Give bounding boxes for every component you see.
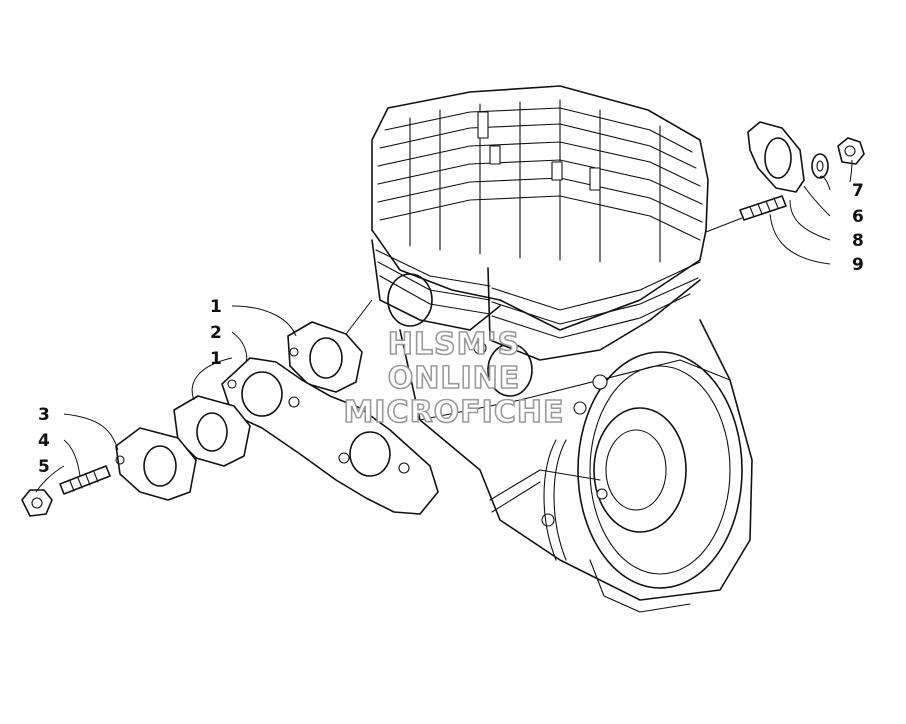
exhaust-nut-right <box>837 137 865 165</box>
flywheel-housing <box>577 351 743 613</box>
cylinder-fins <box>375 249 701 339</box>
exhaust-stud-left <box>59 465 111 495</box>
callout-manifold: 2 <box>210 323 222 343</box>
leader-lines <box>35 159 853 493</box>
exhaust-nut-left <box>21 489 53 517</box>
callout-stud: 4 <box>38 431 50 451</box>
head-cooling-fins <box>377 99 703 263</box>
watermark-line-2: ONLINE <box>388 361 521 396</box>
callout-labels: 1 2 1 3 4 5 7 6 8 9 <box>38 181 864 477</box>
head-studs <box>477 111 601 191</box>
watermark-line-1: HLSM'S <box>388 327 520 362</box>
exhaust-washer-right <box>811 153 829 179</box>
callout-right-flange: 8 <box>852 231 864 251</box>
callout-flange: 3 <box>38 405 50 425</box>
callout-nut: 5 <box>38 457 50 477</box>
exhaust-flange <box>115 427 197 501</box>
callout-right-nut: 7 <box>852 181 864 201</box>
exhaust-flange-right <box>747 121 805 193</box>
callout-gasket-lower: 1 <box>210 349 222 369</box>
crankcase-bolts <box>473 341 608 527</box>
callout-right-stud: 9 <box>852 255 864 275</box>
engine-assembly <box>371 85 753 613</box>
callout-right-washer: 6 <box>852 207 864 227</box>
watermark-line-3: MICROFICHE <box>344 395 565 430</box>
exhaust-gasket-lower <box>173 395 251 467</box>
callout-gasket-upper: 1 <box>210 297 222 317</box>
watermark: HLSM'S ONLINE MICROFICHE <box>343 326 565 431</box>
exhaust-stud-right <box>705 195 787 233</box>
exhaust-gasket-upper <box>287 299 373 393</box>
exhaust-manifold-plate <box>221 357 439 515</box>
